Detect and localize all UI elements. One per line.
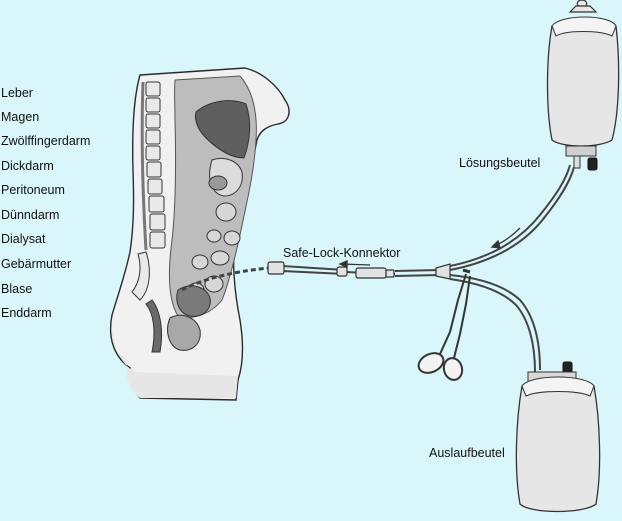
drain-bag-top xyxy=(521,376,595,397)
organ-label-dialysate: Dialysat xyxy=(1,232,46,246)
buttock-shade xyxy=(111,330,238,398)
spine xyxy=(131,81,166,301)
callout-drain-bag: Auslaufbeutel xyxy=(429,446,505,460)
safe-lock-connector xyxy=(267,261,395,279)
solution-line xyxy=(449,164,575,271)
organ-label-small-intestine: Dünndarm xyxy=(1,208,60,222)
solution-bag-cap xyxy=(587,157,598,171)
organ-label-rectum: Enddarm xyxy=(1,306,52,320)
solution-bag-body xyxy=(546,19,620,147)
callout-solution-bag: Lösungsbeutel xyxy=(459,156,541,170)
uterus xyxy=(176,285,211,317)
connector-flow-arrow xyxy=(338,260,371,268)
organ-label-colon: Dickdarm xyxy=(1,159,54,173)
organ-label-duodenum: Zwölffingerdarm xyxy=(1,134,91,148)
organ-label-uterus: Gebärmutter xyxy=(1,257,72,271)
bladder xyxy=(167,314,201,351)
drain-bag-body xyxy=(515,377,601,513)
solution-flow-arrow xyxy=(490,227,521,249)
organ-label-liver: Leber xyxy=(1,86,33,100)
liver xyxy=(195,100,251,159)
organ-label-peritoneum: Peritoneum xyxy=(1,183,65,197)
solution-bag-hook xyxy=(568,0,598,13)
organ-label-bladder: Blase xyxy=(1,282,33,296)
solution-bag-port xyxy=(565,145,597,157)
solution-bag-top xyxy=(551,16,617,37)
drain-line xyxy=(449,274,541,373)
solution-bag xyxy=(546,0,620,171)
y-connector xyxy=(435,263,451,280)
clamp-icon xyxy=(417,268,471,381)
torso xyxy=(109,67,290,401)
duodenum xyxy=(208,175,228,191)
drain-bag xyxy=(515,361,601,513)
organ-label-stomach: Magen xyxy=(1,110,40,124)
transfer-tubing xyxy=(268,265,441,277)
rectum xyxy=(145,299,163,353)
spinal-canal xyxy=(140,81,148,251)
callout-connector: Safe-Lock-Konnektor xyxy=(283,246,401,260)
solution-bag-outlet xyxy=(573,155,581,169)
